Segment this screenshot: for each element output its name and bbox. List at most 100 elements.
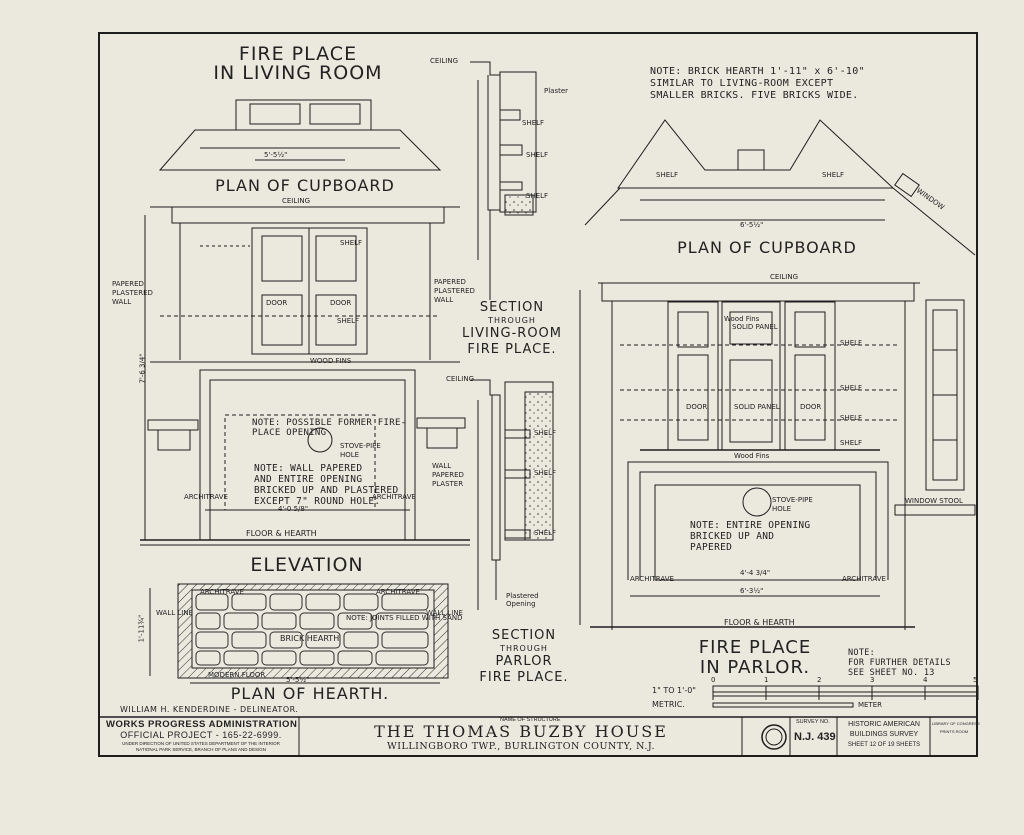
papered-wall-left: PAPERED PLASTERED WALL (112, 280, 153, 307)
parlor-opening-note-l1: NOTE: ENTIRE OPENING (690, 520, 811, 531)
scale-unit: METER (858, 701, 883, 709)
ceiling-label-left: CEILING (282, 197, 310, 205)
shelf-label-lower: SHELF (337, 317, 360, 325)
papered-wall-left-l2: PLASTERED (112, 289, 153, 297)
parlor-title: FIRE PLACE IN PARLOR. (680, 638, 830, 678)
habs-line-1: HISTORIC AMERICAN (848, 721, 920, 728)
brick-hearth-note: NOTE: BRICK HEARTH 1'-11" x 6'-10" SIMIL… (650, 66, 865, 102)
wall-papered-note-l2: AND ENTIRE OPENING (254, 474, 363, 485)
plan-of-cupboard-left-title: PLAN OF CUPBOARD (215, 176, 395, 195)
papered-wall-left-l1: PAPERED (112, 280, 144, 288)
papered-wall-left-l3: WALL (112, 298, 132, 306)
scale-label-l2: METRIC. (652, 700, 685, 709)
wood-fins-parlor-label: Wood Fins (724, 315, 760, 323)
section-living-l2: THROUGH (488, 316, 536, 325)
structure-location: WILLINGBORO TWP., BURLINGTON COUNTY, N.J… (387, 741, 655, 752)
wall-line-right: WALL LINE (426, 609, 463, 617)
dim-6-3-half: 6'-3½" (740, 587, 764, 595)
parlor-opening-note-l2: BRICKED UP AND (690, 531, 775, 542)
wpa-line-4: NATIONAL PARK SERVICE, BRANCH OF PLANS A… (135, 747, 267, 752)
dim-1-11: 1'-11¾" (137, 614, 146, 643)
scale-tick-4: 4 (923, 676, 928, 684)
section-parlor-title: SECTION THROUGH PARLOR FIRE PLACE. (474, 628, 574, 686)
possible-fireplace-note-l1: NOTE: POSSIBLE FORMER FIRE- (252, 418, 407, 428)
brick-hearth-note-l2: SIMILAR TO LIVING-ROOM EXCEPT (650, 78, 834, 89)
wall-papered-note-l4: EXCEPT 7" ROUND HOLE. (254, 496, 381, 507)
wall-line-left: WALL LINE (156, 609, 193, 617)
scale-tick-0: 0 (711, 676, 716, 684)
scale-tick-1: 1 (764, 676, 769, 684)
ceiling-label-parlor-section: CEILING (446, 375, 474, 383)
plan-of-cupboard-right-title: PLAN OF CUPBOARD (677, 238, 857, 257)
further-note-l2: FOR FURTHER DETAILS (848, 658, 951, 668)
window-stool-label: WINDOW STOOL (905, 497, 963, 505)
habs-line-2: BUILDINGS SURVEY (849, 731, 919, 738)
shelf-parlor-2: SHELF (840, 384, 863, 392)
solid-panel-lower: SOLID PANEL (734, 403, 780, 411)
scale-label-l1: 1" TO 1'-0" (652, 686, 696, 695)
shelf-parlor-section-1: SHELF (534, 429, 557, 437)
sheet-number: SHEET 12 OF 19 SHEETS (847, 742, 921, 748)
stove-pipe-parlor-l1: STOVE-PIPE (772, 496, 813, 504)
door-parlor-left: DOOR (686, 403, 708, 411)
further-note-l1: NOTE: (848, 648, 876, 658)
door-label-left: DOOR (266, 299, 288, 307)
dim-6-5-half: 6'-5½" (740, 221, 764, 229)
plastered-opening-l1: Plastered (506, 592, 539, 600)
architrave-hearth-left: ARCHITRAVE (200, 588, 244, 596)
stove-pipe-parlor-l2: HOLE (772, 505, 792, 513)
plastered-opening-l2: Opening (506, 600, 536, 608)
delineator-credit: WILLIAM H. KENDERDINE - DELINEATOR. (120, 705, 299, 714)
section-living-title: SECTION THROUGH LIVING-ROOM FIRE PLACE. (462, 300, 562, 358)
brick-hearth-label: BRICK HEARTH (280, 634, 340, 643)
wall-papered-plaster-label: WALL PAPERED PLASTER (432, 462, 464, 489)
shelf-parlor-1: SHELF (840, 339, 863, 347)
survey-number-caption: SURVEY NO. (796, 719, 830, 725)
further-note-l3: SEE SHEET NO. 13 (848, 668, 935, 678)
stove-pipe-label-left: STOVE-PIPE HOLE (340, 442, 381, 460)
ceiling-label-parlor: CEILING (770, 273, 798, 281)
brick-hearth-note-l3: SMALLER BRICKS. FIVE BRICKS WIDE. (650, 90, 859, 101)
parlor-opening-note: NOTE: ENTIRE OPENING BRICKED UP AND PAPE… (690, 520, 810, 553)
papered-wall-right-l2: PLASTERED (434, 287, 475, 295)
living-room-title-l2: IN LIVING ROOM (213, 62, 383, 84)
plastered-opening: Plastered Opening (506, 592, 539, 608)
stove-pipe-left-l1: STOVE-PIPE (340, 442, 381, 450)
shelf-plan-right-2: SHELF (822, 171, 845, 179)
stove-pipe-parlor: STOVE-PIPE HOLE (772, 496, 813, 514)
architrave-right: ARCHITRAVE (372, 493, 416, 501)
floor-hearth-parlor: FLOOR & HEARTH (724, 618, 795, 627)
possible-fireplace-note-l2: PLACE OPENING (252, 428, 327, 438)
name-of-structure-caption: NAME OF STRUCTURE (500, 717, 561, 723)
dim-5-5-half: 5'-5½" (264, 151, 288, 159)
joints-filled-note: NOTE: JOINTS FILLED WITH SAND (346, 614, 463, 622)
wpp-l1: WALL (432, 462, 452, 470)
section-parlor-l4: FIRE PLACE. (479, 670, 569, 685)
further-details-note: NOTE: FOR FURTHER DETAILS SEE SHEET NO. … (848, 648, 951, 678)
shelf-plan-right-1: SHELF (656, 171, 679, 179)
scale-tick-3: 3 (870, 676, 875, 684)
parlor-title-l1: FIRE PLACE (698, 637, 812, 658)
dim-hearth-width: 5'-5½" (286, 676, 310, 684)
wood-fins-label: WOOD FINS (310, 357, 352, 365)
architrave-hearth-right: ARCHITRAVE (376, 588, 420, 596)
wpa-line-1: WORKS PROGRESS ADMINISTRATION (106, 719, 298, 730)
floor-hearth-left: FLOOR & HEARTH (246, 529, 317, 538)
papered-wall-right-l1: PAPERED (434, 278, 466, 286)
wall-papered-note: NOTE: WALL PAPERED AND ENTIRE OPENING BR… (254, 463, 398, 507)
section-living-l1: SECTION (479, 300, 545, 315)
wall-papered-note-l1: NOTE: WALL PAPERED (254, 463, 363, 474)
possible-fireplace-note: NOTE: POSSIBLE FORMER FIRE- PLACE OPENIN… (252, 418, 406, 438)
wpa-line-2: OFFICIAL PROJECT - 165-22-6999. (120, 730, 282, 740)
parlor-title-l2: IN PARLOR. (699, 657, 811, 678)
shelf-parlor-section-2: SHELF (534, 469, 557, 477)
wood-fins-parlor-lower: Wood Fins (734, 452, 770, 460)
library-line-1: LIBRARY OF CONGRESS (932, 721, 980, 726)
structure-name: THE THOMAS BUZBY HOUSE (374, 722, 668, 741)
section-parlor-l2: THROUGH (500, 644, 548, 653)
architrave-left: ARCHITRAVE (184, 493, 228, 501)
scale-tick-2: 2 (817, 676, 822, 684)
section-living-l4: FIRE PLACE. (467, 342, 557, 357)
architrave-parlor-left: ARCHITRAVE (630, 575, 674, 583)
